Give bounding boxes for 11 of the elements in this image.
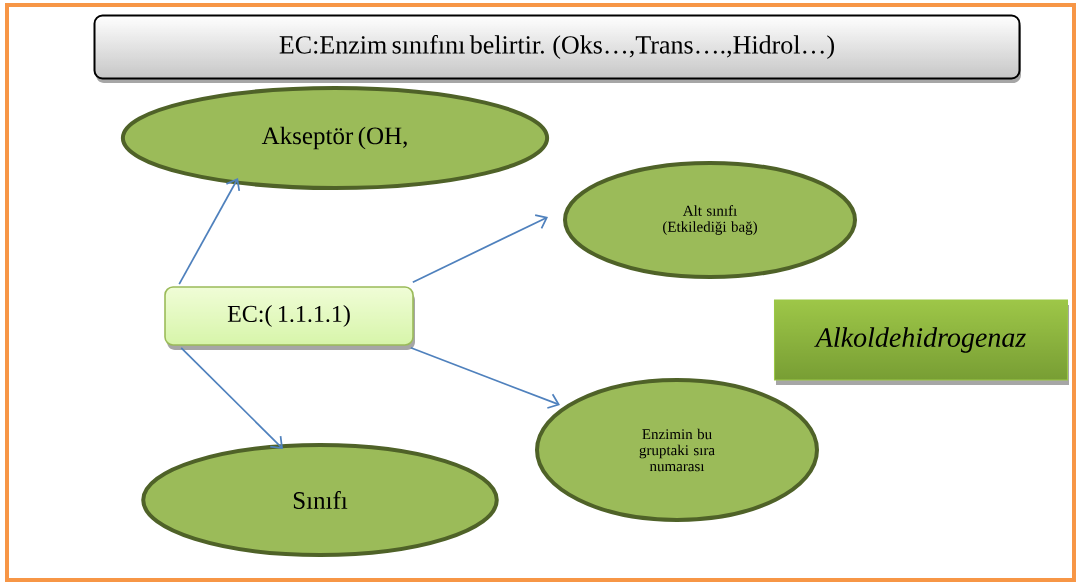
enzyme-name-box: Alkoldehidrogenaz	[773, 299, 1069, 385]
ellipse-node: Sınıfı	[141, 443, 499, 557]
code-box: EC:( 1.1.1.1)	[164, 286, 415, 350]
title-box: EC:Enzim sınıfını belirtir. (Oks…,Trans….,Hidrol…)	[93, 14, 1021, 83]
ellipse-node: Enzimin bu gruptaki sıra numarası	[535, 378, 819, 522]
arrow	[411, 214, 548, 284]
ellipse-node: Alt sınıfı (Etkilediği bağ)	[563, 161, 857, 279]
arrow	[409, 346, 560, 409]
arrow	[178, 178, 241, 286]
arrow	[180, 346, 283, 449]
ellipse-node: Akseptör (OH,	[120, 86, 550, 190]
